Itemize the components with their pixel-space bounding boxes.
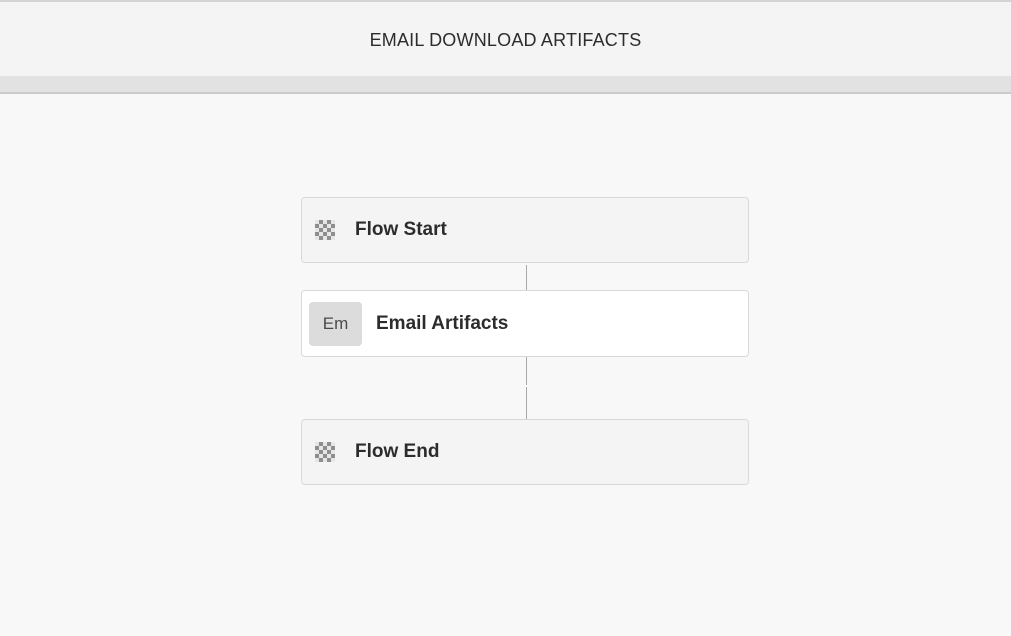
flow-start-step[interactable]: Flow Start	[301, 197, 749, 263]
header-divider-line	[0, 92, 1011, 94]
email-artifacts-label: Email Artifacts	[376, 312, 509, 334]
checker-flag-icon	[315, 220, 335, 240]
header-divider-band	[0, 76, 1011, 92]
top-border	[0, 0, 1011, 2]
email-artifacts-step[interactable]: Em Email Artifacts	[301, 290, 749, 357]
page-title: EMAIL DOWNLOAD ARTIFACTS	[369, 29, 642, 50]
flow-end-label: Flow End	[355, 441, 440, 462]
flow-start-label: Flow Start	[355, 219, 447, 240]
step-type-badge: Em	[309, 301, 362, 346]
flow-end-step[interactable]: Flow End	[301, 419, 749, 485]
connector-line	[526, 387, 527, 419]
connector-line	[526, 357, 527, 385]
connector-line	[526, 265, 527, 290]
page-header: EMAIL DOWNLOAD ARTIFACTS	[0, 2, 1011, 76]
checker-flag-icon	[315, 442, 335, 462]
workflow-canvas	[0, 94, 1011, 636]
